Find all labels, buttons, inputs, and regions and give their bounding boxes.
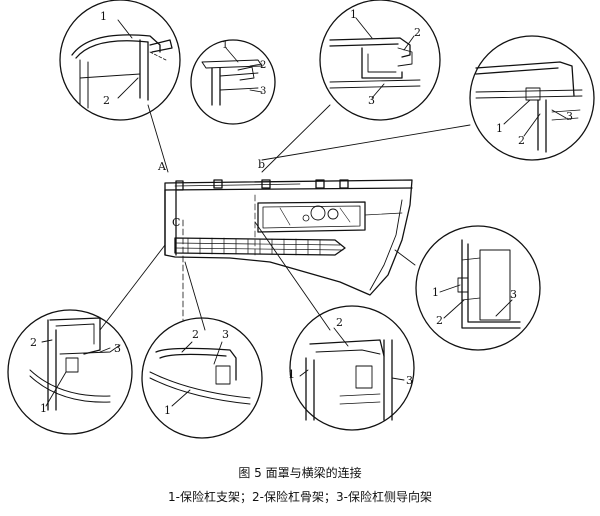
callout-bottom-center-left-3: 3 [222, 328, 229, 341]
section-label-c: C [172, 216, 180, 229]
callout-bottom-left-2: 2 [30, 336, 37, 349]
section-label-a: A [157, 160, 167, 173]
callout-top-center-2: 2 [414, 26, 421, 39]
callout-right-1: 1 [432, 286, 439, 299]
callout-right-2: 2 [436, 314, 443, 327]
callout-bottom-center-right-2: 2 [336, 316, 343, 329]
callout-bottom-center-right-3: 3 [406, 374, 413, 387]
callout-bottom-left-3: 3 [114, 342, 121, 355]
detail-bottom-center-right: 2 1 3 [288, 305, 415, 431]
callout-top-small-1: 1 [222, 40, 228, 51]
callout-bottom-center-right-1: 1 [288, 368, 295, 381]
detail-bottom-center-left: 2 3 1 [141, 317, 263, 439]
figure-legend: 1-保险杠支架；2-保险杠骨架；3-保险杠侧导向架 [168, 490, 432, 504]
detail-top-left: 1 2 [59, 0, 181, 121]
callout-top-center-3: 3 [368, 94, 375, 107]
callout-bottom-center-left-1: 1 [164, 404, 171, 417]
bumper-main-view: A b C [157, 158, 413, 321]
figure-title: 图 5 面罩与横梁的连接 [238, 466, 362, 480]
callout-top-small-2: 2 [260, 60, 266, 71]
technical-diagram: A b C 1 2 1 2 3 [7, 0, 595, 439]
callout-top-small-3: 3 [260, 86, 266, 97]
detail-top-right: 1 2 3 [469, 35, 595, 161]
callout-bottom-left-1: 1 [40, 402, 47, 415]
detail-top-small: 1 2 3 [190, 39, 276, 125]
callout-top-right-2: 2 [518, 134, 525, 147]
callout-top-right-1: 1 [496, 122, 503, 135]
leader-lines [99, 104, 471, 331]
callout-top-center-1: 1 [350, 8, 357, 21]
detail-bottom-left: 2 3 1 [7, 309, 133, 435]
callout-bottom-center-left-2: 2 [192, 328, 199, 341]
detail-right: 1 2 3 [415, 225, 541, 351]
section-label-b: b [258, 158, 265, 171]
callout-top-left-1: 1 [100, 10, 107, 23]
callout-right-3: 3 [510, 288, 517, 301]
callout-top-right-3: 3 [566, 110, 573, 123]
callout-top-left-2: 2 [103, 94, 110, 107]
detail-top-center: 1 2 3 [319, 0, 441, 121]
